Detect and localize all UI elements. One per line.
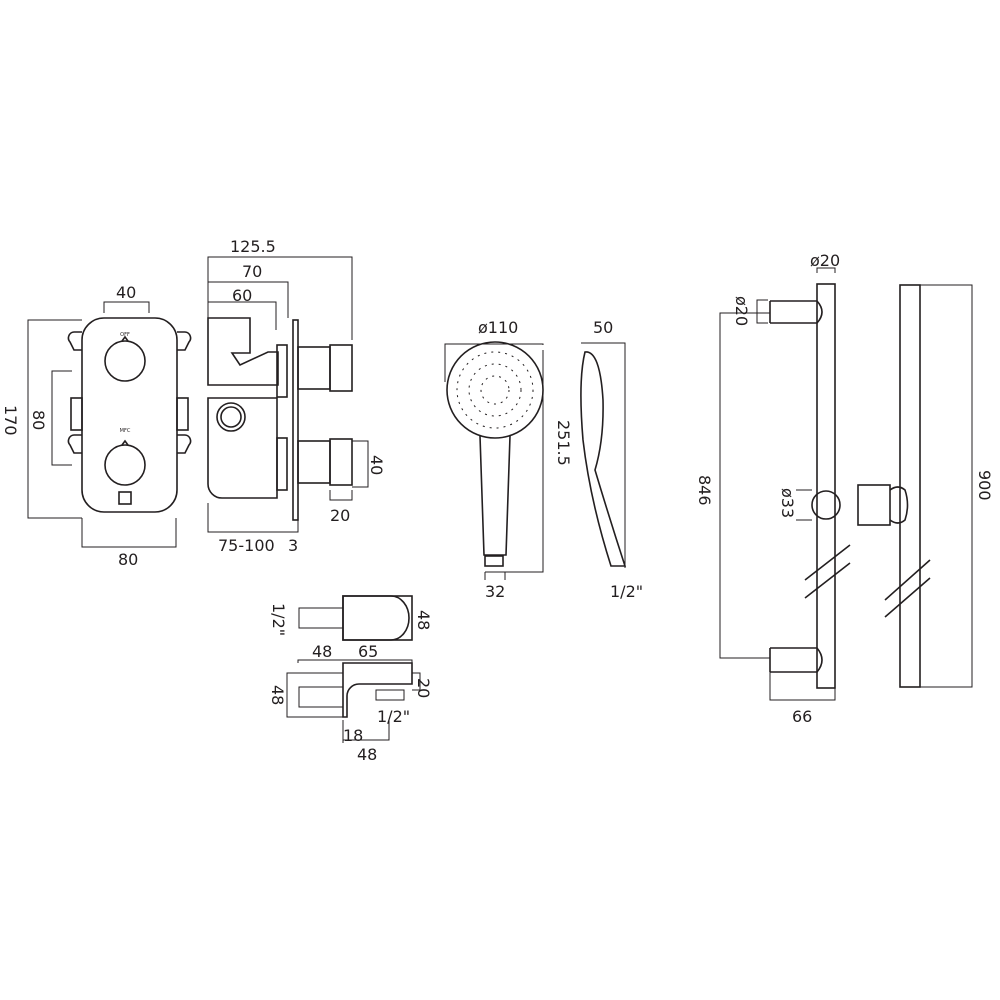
dim-width-a: 48 — [312, 642, 332, 661]
dim-projection: 66 — [792, 707, 812, 726]
dim-width-top: 40 — [116, 283, 136, 302]
dim-wall-depth: 75-100 — [218, 536, 275, 555]
flow-knob — [104, 444, 146, 486]
dim-width-bottom: 80 — [118, 550, 138, 569]
shower-handset: ø110 50 251.5 32 1/2" — [444, 318, 643, 601]
dim-height-total: 170 — [1, 405, 20, 436]
dim-profile-depth: 50 — [593, 318, 613, 337]
dim-depth: 48 — [357, 745, 377, 764]
dim-height-top: 48 — [414, 610, 433, 630]
riser-rail: ø20 ø20 846 ø33 900 66 — [695, 251, 994, 726]
dim-thread-top: 1/2" — [269, 603, 288, 636]
dim-handle-height: 40 — [367, 455, 386, 475]
dim-length: 900 — [975, 470, 994, 501]
wall-outlet: 1/2" 48 48 65 48 20 1/2" 18 48 — [268, 595, 433, 764]
dim-depth-60: 60 — [232, 286, 252, 305]
dim-connector: 32 — [485, 582, 505, 601]
dim-bracket-diameter: ø20 — [732, 296, 751, 326]
dim-offset: 18 — [343, 726, 363, 745]
dim-length: 251.5 — [554, 420, 573, 466]
knob-top-label: OFF — [120, 332, 130, 338]
dim-height-inner: 80 — [29, 410, 48, 430]
dim-depth-70: 70 — [242, 262, 262, 281]
dim-centres: 846 — [695, 475, 714, 506]
valve-side-view: 125.5 70 60 40 20 75-100 3 — [207, 237, 386, 555]
dim-thread: 1/2" — [610, 582, 643, 601]
dim-rail-diameter: ø20 — [810, 251, 840, 270]
dim-thread-bottom: 1/2" — [377, 707, 410, 726]
dim-depth-total: 125.5 — [230, 237, 276, 256]
dim-head-diameter: ø110 — [478, 318, 518, 337]
valve-front-view: OFF MFC 40 170 80 80 — [1, 283, 192, 569]
knob-bottom-label: MFC — [120, 428, 131, 434]
dim-height-bottom: 48 — [268, 685, 287, 705]
dim-slider-diameter: ø33 — [778, 488, 797, 518]
dim-plate: 3 — [288, 536, 298, 555]
temperature-knob — [104, 340, 146, 382]
dim-handle-width: 20 — [330, 506, 350, 525]
dim-width-b: 65 — [358, 642, 378, 661]
dim-top-thickness: 20 — [414, 678, 433, 698]
